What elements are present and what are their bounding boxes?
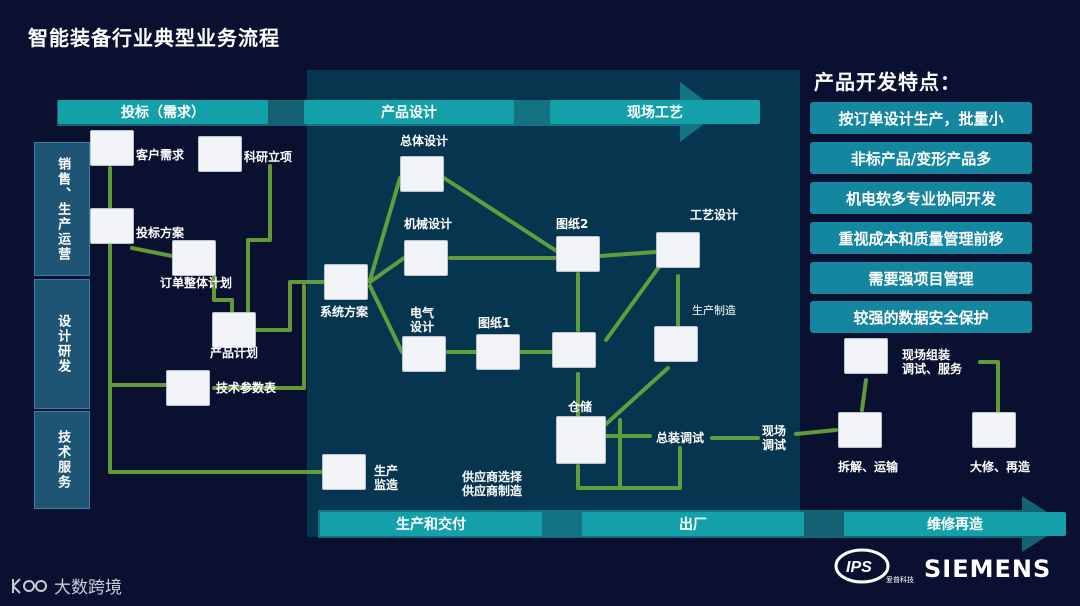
node-order-plan-icon	[172, 240, 216, 276]
label-system-plan: 系统方案	[320, 305, 369, 319]
watermark: 大数跨境	[10, 573, 122, 598]
node-disassembly-icon	[838, 412, 882, 448]
label-site-assembly-text: 现场组装 调试、服务	[902, 348, 963, 377]
label-research: 科研立项	[244, 150, 293, 164]
flow-params-to-system	[212, 284, 306, 390]
sidebar-sales: 销售、生产运营	[34, 142, 90, 276]
flow-bid-down	[108, 243, 324, 474]
label-tech-params: 技术参数表	[216, 381, 277, 395]
label-process-design: 工艺设计	[690, 208, 739, 222]
node-site-assembly-icon	[844, 338, 888, 374]
label-overhaul: 大修、再造	[970, 460, 1031, 474]
feature-item: 机电软多专业协同开发	[810, 182, 1032, 214]
label-production-mfg: 生产制造	[692, 304, 736, 317]
page-title: 智能装备行业典型业务流程	[28, 26, 280, 50]
flow-disassembly-to-assembly	[860, 378, 868, 412]
label-assembly-debug: 总装调试	[656, 431, 705, 445]
node-drawing2-icon	[556, 236, 600, 272]
sidebar-label-sales: 销售、生产运营	[55, 156, 71, 262]
node-prod-monitor-icon	[322, 454, 366, 490]
feature-item: 较强的数据安全保护	[810, 301, 1032, 333]
label-site-debug-text: 现场 调试	[762, 424, 787, 453]
sidebar-rnd: 设计研发	[34, 279, 90, 409]
label-customer-req: 客户需求	[136, 148, 185, 162]
label-overall-design: 总体设计	[400, 134, 449, 148]
ips-logo-text: IPS	[846, 559, 872, 576]
band-bidding: 投标（需求）	[58, 100, 268, 124]
flow-research-to-product-plan	[246, 164, 272, 314]
node-system-plan-icon	[324, 264, 368, 300]
label-warehouse: 仓储	[568, 400, 593, 414]
flow-mid-to-process	[604, 258, 666, 342]
node-overall-design-icon	[400, 156, 444, 192]
label-site-assembly: 现场组装 调试、服务	[902, 348, 962, 377]
siemens-logo: SIEMENS	[924, 555, 1052, 583]
label-prod-monitor-text: 生产 监造	[374, 464, 399, 493]
label-supplier-text: 供应商选择 供应商制造	[462, 470, 523, 499]
feature-item: 重视成本和质量管理前移	[810, 222, 1032, 254]
label-elec-design: 电气 设计	[410, 306, 434, 335]
node-handover-icon	[552, 332, 596, 368]
node-process-design-icon	[656, 232, 700, 268]
flow-system-to-elec	[368, 284, 404, 354]
node-product-plan-icon	[212, 312, 256, 348]
label-site-debug: 现场 调试	[762, 424, 786, 453]
flow-product-to-system	[254, 280, 326, 332]
feature-item: 非标产品/变形产品多	[810, 142, 1032, 174]
feature-item: 按订单设计生产，批量小	[810, 102, 1032, 134]
flow-order-to-product	[212, 270, 234, 314]
node-tech-params-icon	[166, 370, 210, 406]
node-overhaul-icon	[972, 412, 1016, 448]
flow-drawing2-to-process	[598, 250, 658, 258]
sidebar-label-rnd: 设计研发	[55, 314, 71, 374]
flow-system-to-mech	[368, 256, 406, 284]
label-bid-plan: 投标方案	[136, 226, 185, 240]
sidebar-service: 技术服务	[34, 411, 90, 509]
band-shipping: 出厂	[582, 512, 804, 536]
label-prod-monitor: 生产 监造	[374, 464, 398, 493]
band-site-process: 现场工艺	[550, 100, 760, 124]
label-order-plan: 订单整体计划	[160, 276, 233, 290]
flow-system-to-overall	[368, 176, 402, 282]
features-title: 产品开发特点：	[814, 70, 961, 94]
band-repair: 维修再造	[844, 512, 1066, 536]
node-bid-plan-icon	[90, 208, 134, 244]
node-production-mfg-icon	[654, 326, 698, 362]
watermark-text: 大数跨境	[54, 578, 122, 598]
label-mech-design: 机械设计	[404, 217, 453, 231]
sidebar-label-service: 技术服务	[55, 430, 71, 490]
watermark-icon	[12, 577, 47, 594]
node-research-icon	[198, 136, 242, 172]
label-disassembly: 拆解、运输	[838, 460, 899, 474]
flow-overall-to-drawing2	[442, 176, 560, 254]
node-warehouse-icon	[556, 416, 606, 464]
node-drawing1-icon	[476, 334, 520, 370]
band-production-delivery: 生产和交付	[320, 512, 542, 536]
ips-logo-sub: 爱普科技	[886, 575, 914, 584]
label-product-plan: 产品计划	[210, 346, 259, 360]
flow-site-to-overhaul	[978, 360, 1000, 414]
ips-logo: IPS 爱普科技	[834, 548, 914, 584]
flow-supplier	[578, 446, 682, 490]
label-elec-design-text: 电气 设计	[410, 306, 435, 335]
feature-item: 需要强项目管理	[810, 262, 1032, 294]
node-mech-design-icon	[404, 240, 448, 276]
node-elec-design-icon	[402, 336, 446, 372]
label-drawing1: 图纸1	[478, 316, 511, 330]
flow-site-to-disassembly	[794, 428, 838, 436]
label-drawing2: 图纸2	[556, 217, 589, 231]
node-customer-req-icon	[90, 130, 134, 166]
process-panel	[307, 70, 800, 537]
flow-mfg-to-warehouse	[604, 366, 670, 426]
label-supplier: 供应商选择 供应商制造	[462, 470, 522, 499]
band-product-design: 产品设计	[304, 100, 514, 124]
